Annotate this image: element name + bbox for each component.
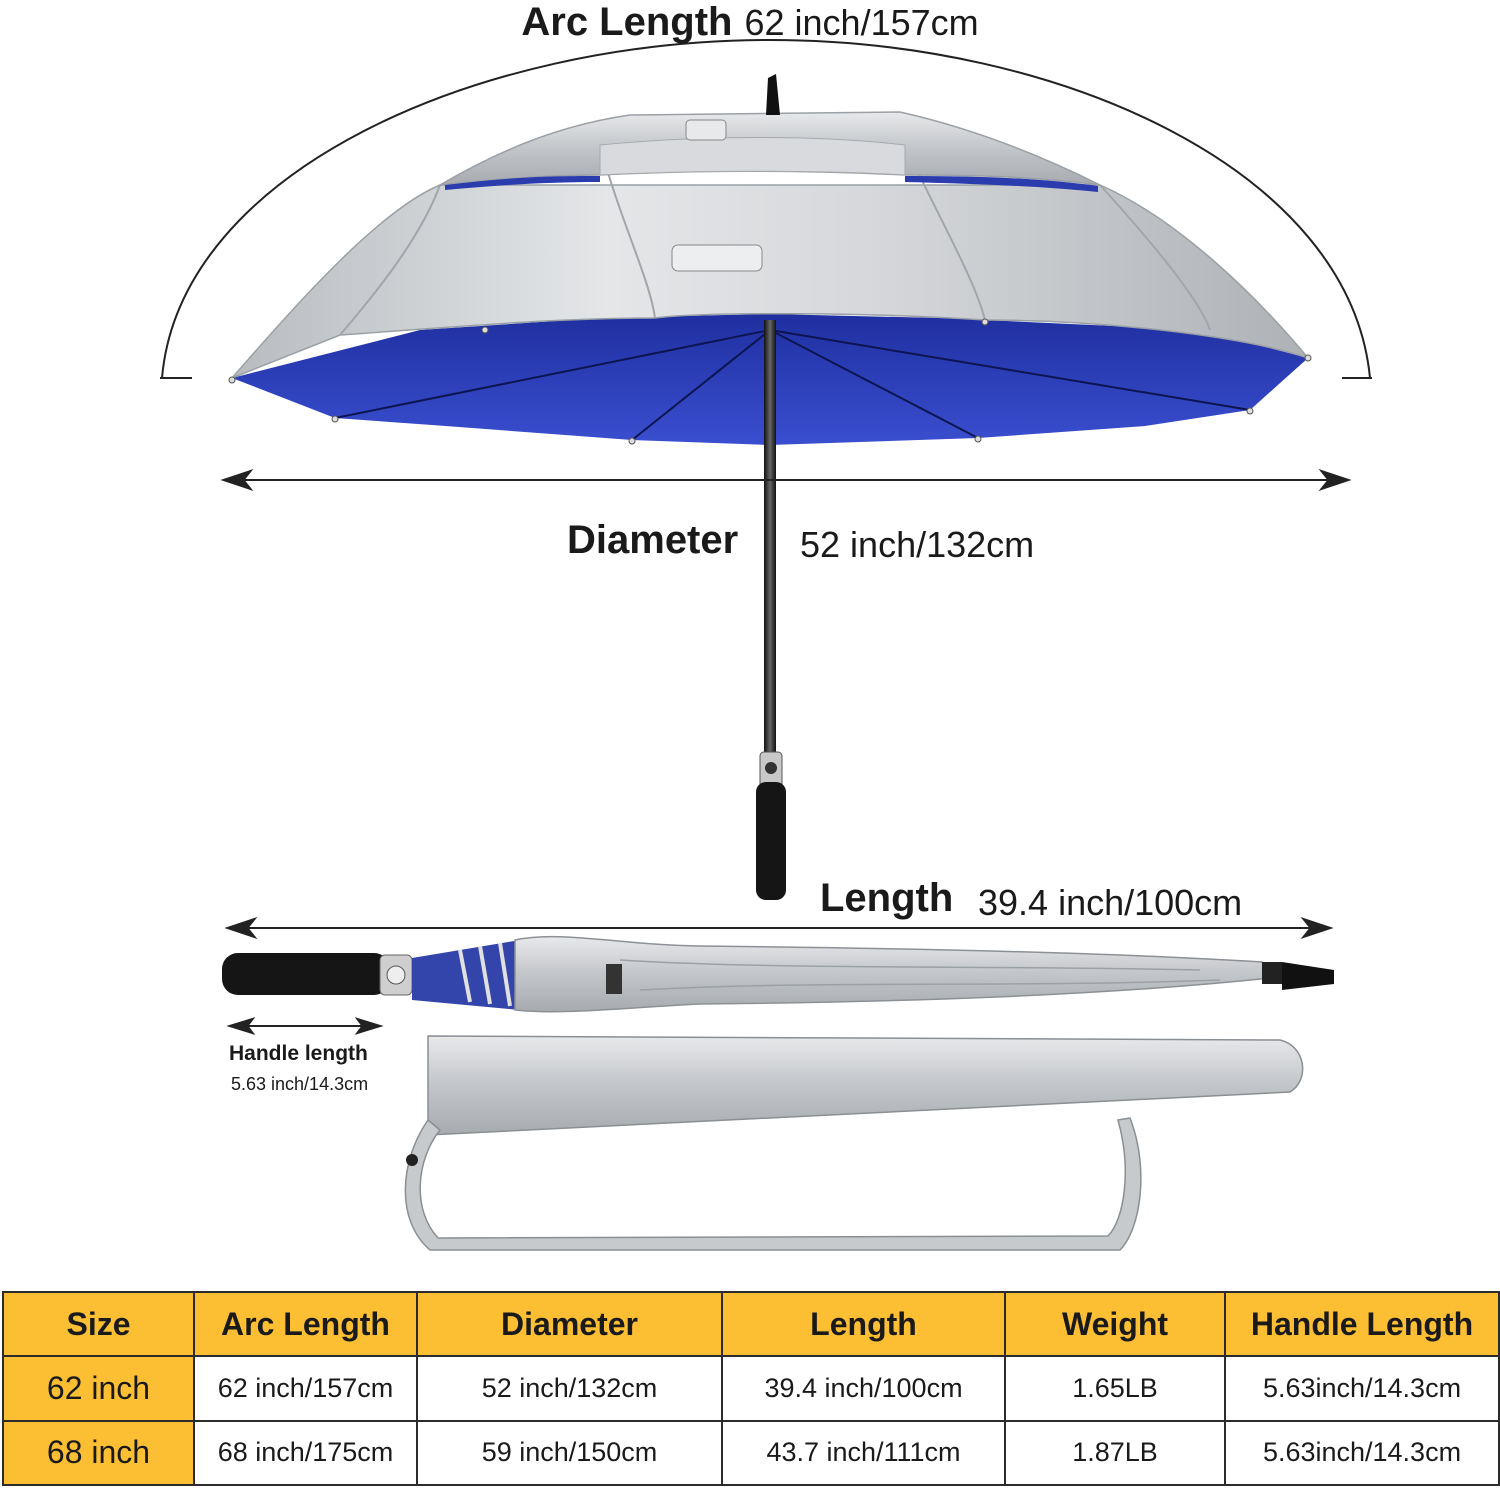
cell-length: 39.4 inch/100cm — [721, 1355, 1006, 1422]
umbrella-sleeve — [404, 1035, 1304, 1251]
umbrella-tip — [766, 74, 780, 115]
header-length: Length — [721, 1291, 1006, 1357]
cell-handle-length: 5.63inch/14.3cm — [1224, 1419, 1500, 1486]
closed-canopy — [514, 935, 1272, 1013]
arc-length-value: 62 inch/157cm — [744, 2, 979, 43]
cell-length: 43.7 inch/111cm — [721, 1419, 1006, 1486]
cell-handle-length: 5.63inch/14.3cm — [1224, 1355, 1500, 1422]
table-row: 62 inch 62 inch/157cm 52 inch/132cm 39.4… — [2, 1355, 1500, 1422]
header-size: Size — [2, 1291, 195, 1357]
cell-arc-length: 62 inch/157cm — [193, 1355, 418, 1422]
canopy-top — [231, 184, 1311, 379]
header-weight: Weight — [1004, 1291, 1226, 1357]
cell-size: 68 inch — [2, 1419, 195, 1486]
header-diameter: Diameter — [416, 1291, 723, 1357]
header-handle-length: Handle Length — [1224, 1291, 1500, 1357]
handle-length-name: Handle length — [229, 1042, 368, 1065]
spec-table-header-row: Size Arc Length Diameter Length Weight H… — [2, 1291, 1500, 1357]
table-row: 68 inch 68 inch/175cm 59 inch/150cm 43.7… — [2, 1419, 1500, 1486]
arc-dimension-line — [160, 38, 1372, 379]
closed-handle — [222, 953, 390, 995]
arc-length-label: Arc Length 62 inch/157cm — [0, 0, 1500, 45]
diameter-arrow — [220, 468, 1352, 492]
diameter-name: Diameter — [567, 518, 739, 562]
umbrella-illustration — [160, 38, 1372, 1251]
strap-middle — [671, 244, 763, 272]
umbrella-handle — [756, 782, 786, 900]
cell-weight: 1.65LB — [1004, 1355, 1226, 1422]
cell-diameter: 52 inch/132cm — [416, 1355, 723, 1422]
diameter-value: 52 inch/132cm — [800, 524, 1035, 565]
open-umbrella — [228, 74, 1312, 900]
handle-length-value: 5.63 inch/14.3cm — [231, 1074, 369, 1094]
strap-top — [685, 119, 727, 141]
cell-weight: 1.87LB — [1004, 1419, 1226, 1486]
sleeve-strap — [404, 1117, 1142, 1251]
length-name: Length — [820, 876, 954, 920]
closed-umbrella — [222, 935, 1334, 1013]
header-arc-length: Arc Length — [193, 1291, 418, 1357]
umbrella-shaft — [764, 320, 776, 760]
cell-diameter: 59 inch/150cm — [416, 1419, 723, 1486]
closed-tip — [1282, 962, 1334, 990]
handle-length-arrow — [226, 1017, 384, 1035]
arc-length-name: Arc Length — [521, 0, 733, 44]
cell-size: 62 inch — [2, 1355, 195, 1422]
spec-table: Size Arc Length Diameter Length Weight H… — [2, 1291, 1500, 1486]
length-arrow — [224, 916, 1334, 940]
cell-arc-length: 68 inch/175cm — [193, 1419, 418, 1486]
length-value: 39.4 inch/100cm — [978, 882, 1243, 923]
